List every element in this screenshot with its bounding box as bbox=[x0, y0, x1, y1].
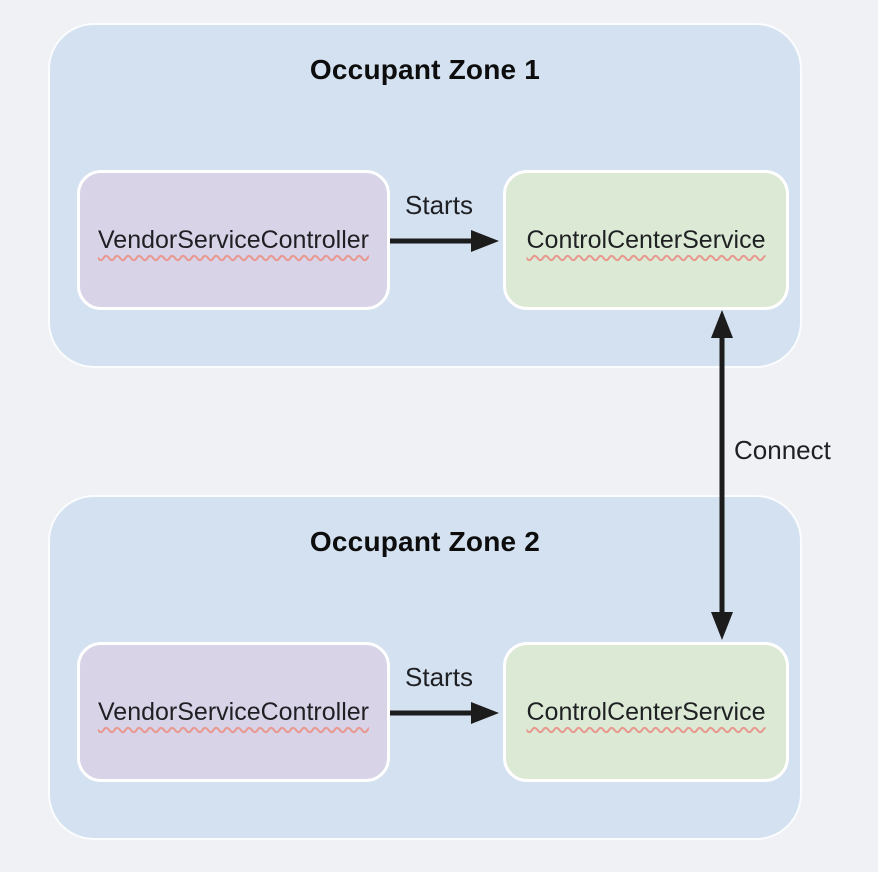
edge-label-connect: Connect bbox=[734, 435, 831, 465]
node-control-center-service-2: ControlCenterService bbox=[503, 642, 789, 782]
zone-occupant-1: Occupant Zone 1 VendorServiceController … bbox=[48, 23, 802, 368]
node-control-center-service-1: ControlCenterService bbox=[503, 170, 789, 310]
node-vendor-service-controller-2: VendorServiceController bbox=[77, 642, 390, 782]
zone-1-title: Occupant Zone 1 bbox=[309, 54, 541, 85]
node-vendor-service-controller-1: VendorServiceController bbox=[77, 170, 390, 310]
node-label: ControlCenterService bbox=[526, 697, 766, 726]
node-label: VendorServiceController bbox=[98, 225, 369, 254]
node-label: VendorServiceController bbox=[98, 697, 369, 726]
edge-label-starts-1: Starts bbox=[405, 190, 473, 220]
edge-label-starts-2: Starts bbox=[405, 662, 473, 692]
zone-2-title: Occupant Zone 2 bbox=[309, 526, 541, 557]
zone-occupant-2: Occupant Zone 2 VendorServiceController … bbox=[48, 495, 802, 840]
node-label: ControlCenterService bbox=[526, 225, 766, 254]
